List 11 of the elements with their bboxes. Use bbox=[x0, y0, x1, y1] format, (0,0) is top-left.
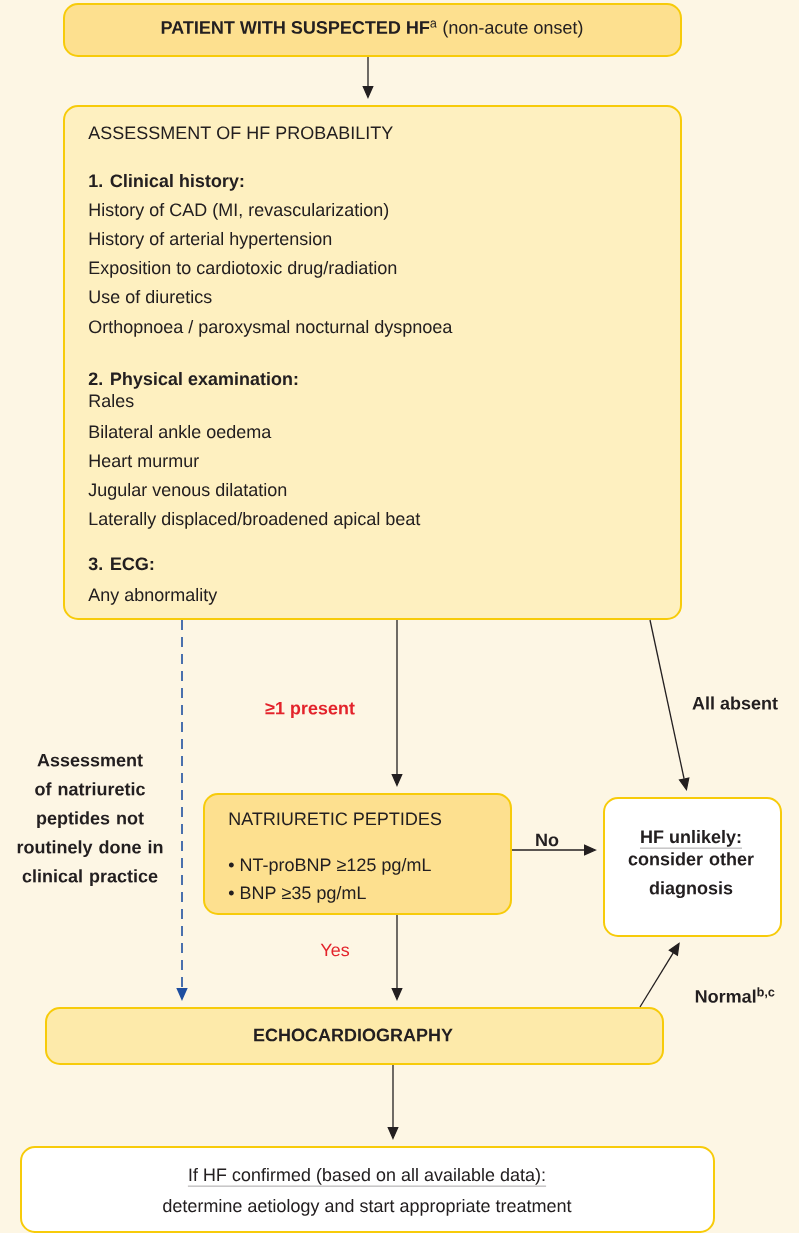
edge-label: Assessment of natriuretic peptides not routinely done in clinical practice bbox=[5, 751, 175, 889]
outcome-box: HF unlikely: consider other diagnosis bbox=[603, 797, 782, 937]
process-box: ECHOCARDIOGRAPHY bbox=[45, 1007, 664, 1065]
edge-label: Normal$^{b,c}$ bbox=[692, 985, 778, 1005]
edge-label: ≥1 present bbox=[263, 699, 357, 721]
process-box: ASSESSMENT OF HF PROBABILITY 1. Clinical history: History of CAD (MI, revascularization) History of arterial hypertension Exposition to cardiotoxic drug/radiation Use of diuretics Orthopnoea / paroxysmal nocturnal dyspnoea 2. Physical examination: Rales Bilateral ankle oedema Heart murmur Jugular venous dilatation Laterally displaced/broadened apical beat 3. ECG: Any abnormality bbox=[63, 105, 682, 620]
process-box: NATRIURETIC PEPTIDES • NT-proBNP ≥125 pg/mL • BNP ≥35 pg/mL bbox=[203, 793, 512, 915]
outcome-box: If HF confirmed (based on all available data): determine aetiology and start appropriate treatment bbox=[20, 1146, 715, 1233]
process-box: PATIENT WITH SUSPECTED HF$^{a}$ (non-acute onset) bbox=[63, 3, 682, 57]
edge-label: All absent bbox=[690, 694, 780, 712]
arrow bbox=[639, 942, 680, 1008]
